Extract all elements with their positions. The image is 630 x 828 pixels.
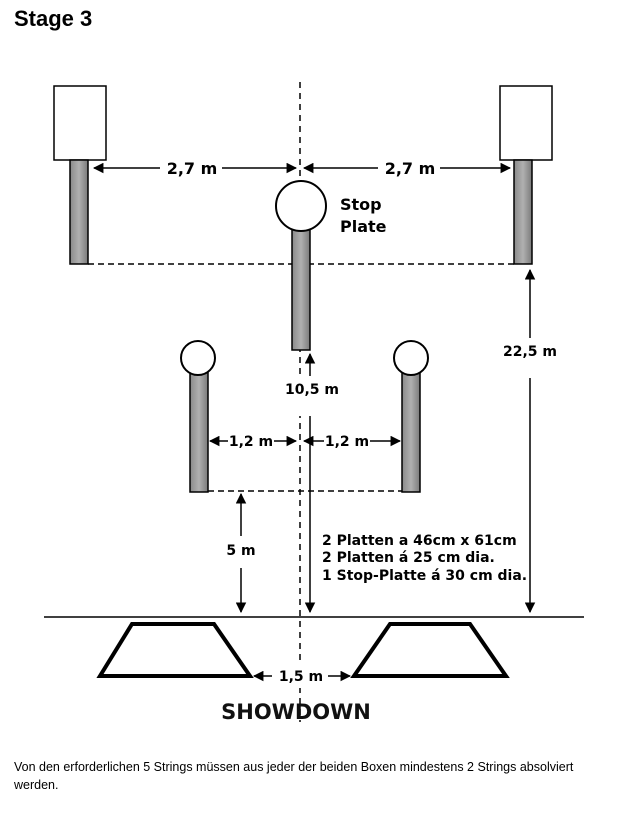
footer-note: Von den erforderlichen 5 Strings müssen … bbox=[14, 760, 574, 792]
label-top-left: 2,7 m bbox=[167, 159, 218, 178]
label-mid-right: 1,2 m bbox=[325, 434, 369, 450]
plate-left bbox=[180, 340, 216, 493]
target-top-right bbox=[499, 85, 553, 265]
label-stop-plate-2: Plate bbox=[340, 217, 387, 236]
target-top-left bbox=[53, 85, 107, 265]
showdown-label: SHOWDOWN bbox=[221, 700, 371, 724]
plate-right bbox=[393, 340, 429, 493]
page-title: Stage 3 bbox=[14, 6, 93, 31]
shooting-box-right bbox=[350, 622, 510, 678]
label-mid-left: 1,2 m bbox=[229, 434, 273, 450]
label-top-right: 2,7 m bbox=[385, 159, 436, 178]
label-stop-plate-1: Stop bbox=[340, 195, 382, 214]
note-line-2: 2 Platten á 25 cm dia. bbox=[322, 550, 495, 566]
note-line-1: 2 Platten a 46cm x 61cm bbox=[322, 533, 517, 549]
label-right-height: 22,5 m bbox=[503, 344, 557, 360]
note-line-3: 1 Stop-Platte á 30 cm dia. bbox=[322, 568, 527, 584]
stop-plate bbox=[275, 180, 327, 351]
shooting-box-left bbox=[96, 622, 254, 678]
label-left-height: 5 m bbox=[226, 543, 255, 559]
label-bottom-gap: 1,5 m bbox=[279, 669, 323, 685]
label-center-height: 10,5 m bbox=[285, 382, 339, 398]
